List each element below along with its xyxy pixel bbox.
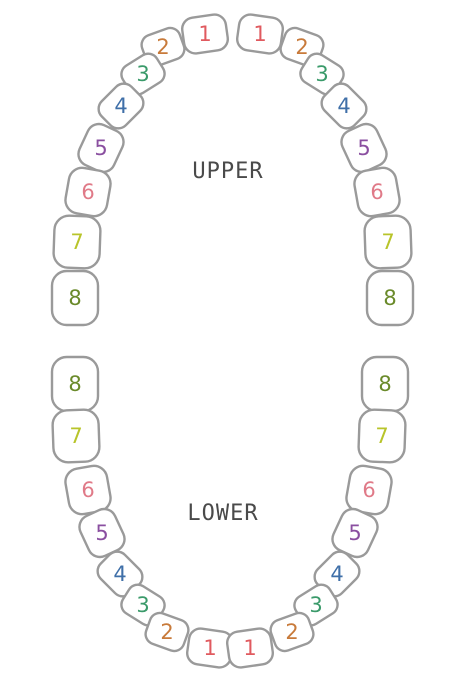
tooth-number: 8	[378, 372, 391, 396]
tooth-outline	[64, 166, 112, 218]
tooth-outline	[353, 166, 401, 218]
tooth-outline	[52, 214, 102, 270]
lower-tooth-right-2: 2	[269, 611, 315, 653]
tooth-number: 7	[69, 424, 82, 448]
lower-tooth-left-6: 6	[64, 464, 112, 516]
tooth-number: 4	[114, 94, 127, 118]
lower-tooth-right-7: 7	[357, 408, 407, 464]
tooth-outline	[77, 122, 125, 174]
upper-tooth-right-8: 8	[365, 269, 415, 327]
upper-tooth-right-1: 1	[236, 13, 284, 55]
tooth-number: 6	[362, 478, 375, 502]
upper-label: UPPER	[192, 159, 263, 184]
upper-tooth-right-7: 7	[363, 214, 413, 270]
tooth-number: 6	[370, 180, 383, 204]
tooth-number: 5	[348, 521, 361, 545]
lower-tooth-left-5: 5	[78, 507, 126, 559]
tooth-outline	[320, 82, 368, 130]
lower-tooth-right-1: 1	[226, 627, 274, 669]
tooth-number: 2	[295, 35, 308, 59]
tooth-number: 7	[375, 424, 388, 448]
upper-tooth-left-1: 1	[181, 13, 229, 55]
tooth-outline	[365, 269, 415, 327]
upper-tooth-left-6: 6	[64, 166, 112, 218]
tooth-number: 2	[156, 35, 169, 59]
tooth-number: 5	[94, 136, 107, 160]
tooth-number: 1	[203, 636, 216, 660]
tooth-number: 3	[315, 62, 328, 86]
tooth-number: 2	[285, 620, 298, 644]
tooth-outline	[144, 611, 190, 653]
tooth-outline	[226, 627, 274, 669]
upper-tooth-right-5: 5	[340, 122, 388, 174]
lower-tooth-right-8: 8	[360, 355, 410, 413]
lower-label: LOWER	[187, 501, 258, 526]
upper-tooth-left-8: 8	[50, 269, 100, 327]
tooth-number: 3	[309, 593, 322, 617]
tooth-number: 1	[243, 636, 256, 660]
tooth-number: 5	[95, 521, 108, 545]
tooth-number: 7	[381, 230, 394, 254]
tooth-number: 5	[357, 136, 370, 160]
tooth-number: 1	[198, 22, 211, 46]
tooth-outline	[50, 269, 100, 327]
tooth-number: 1	[253, 22, 266, 46]
tooth-outline	[340, 122, 388, 174]
tooth-outline	[236, 13, 284, 55]
upper-tooth-right-4: 4	[320, 82, 368, 130]
tooth-number: 4	[337, 94, 350, 118]
upper-tooth-right-6: 6	[353, 166, 401, 218]
tooth-number: 4	[330, 562, 343, 586]
tooth-number: 3	[136, 62, 149, 86]
tooth-number: 8	[383, 286, 396, 310]
lower-tooth-left-7: 7	[51, 408, 101, 464]
tooth-number: 4	[113, 562, 126, 586]
tooth-outline	[181, 13, 229, 55]
tooth-number: 2	[160, 620, 173, 644]
tooth-number: 6	[81, 180, 94, 204]
tooth-outline	[363, 214, 413, 270]
upper-tooth-left-7: 7	[52, 214, 102, 270]
lower-tooth-right-5: 5	[331, 507, 379, 559]
tooth-outline	[269, 611, 315, 653]
tooth-number: 3	[136, 593, 149, 617]
upper-tooth-right-3: 3	[299, 52, 345, 96]
upper-tooth-left-4: 4	[97, 82, 145, 130]
tooth-outline	[357, 408, 407, 464]
tooth-number: 8	[68, 286, 81, 310]
tooth-number: 7	[70, 230, 83, 254]
tooth-outline	[51, 408, 101, 464]
tooth-number: 8	[68, 372, 81, 396]
lower-tooth-left-8: 8	[50, 355, 100, 413]
tooth-outline	[97, 82, 145, 130]
upper-tooth-left-5: 5	[77, 122, 125, 174]
lower-tooth-left-2: 2	[144, 611, 190, 653]
tooth-number: 6	[81, 478, 94, 502]
